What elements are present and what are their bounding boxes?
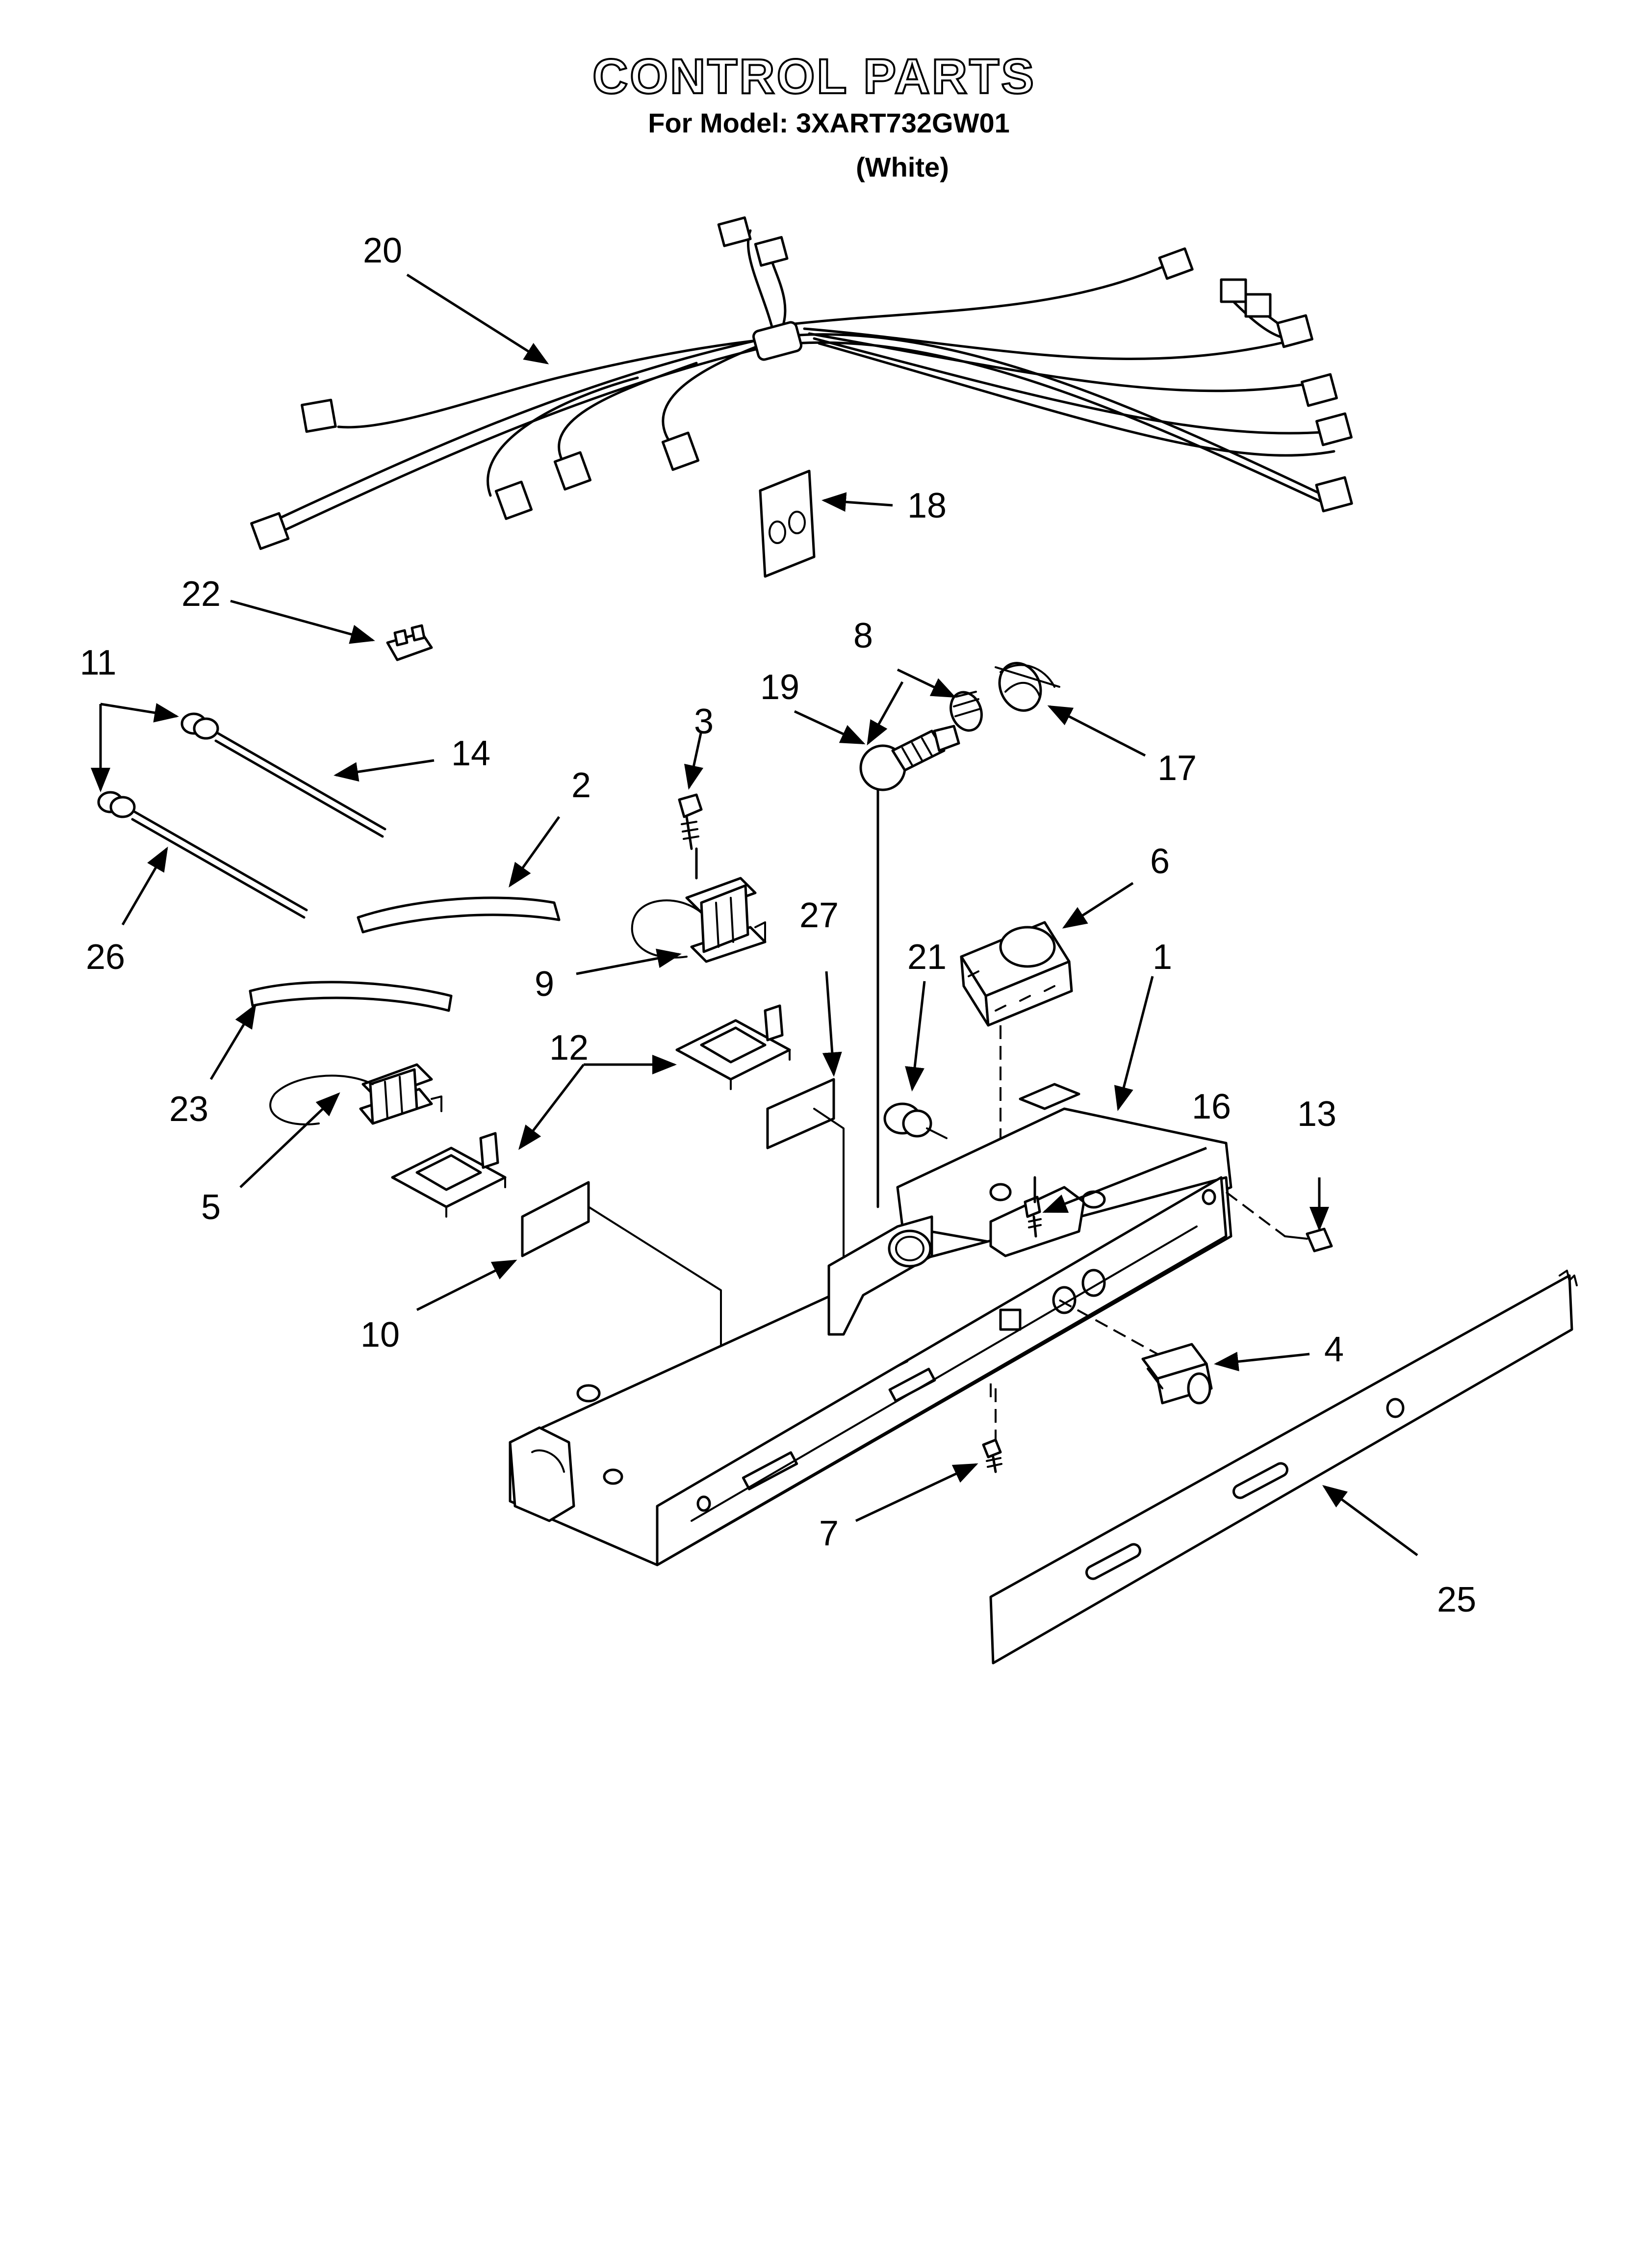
callout-17: 17	[1157, 749, 1197, 788]
switch-part-9	[631, 847, 767, 963]
grommet-tube-part-26	[97, 791, 308, 919]
callout-10: 10	[360, 1315, 400, 1355]
damper-part-12-upper	[675, 1004, 791, 1090]
socket-part-8	[949, 691, 983, 732]
callout-14: 14	[451, 734, 490, 773]
damper-part-12-lower	[391, 1132, 507, 1218]
callout-26: 26	[86, 938, 125, 977]
callout-18: 18	[907, 486, 947, 525]
pad-part-18	[759, 469, 816, 578]
model-line: For Model: 3XART732GW01	[648, 107, 1009, 138]
callout-8: 8	[853, 616, 873, 655]
callout-5: 5	[201, 1188, 221, 1227]
callout-22: 22	[181, 574, 221, 614]
callout-6: 6	[1150, 842, 1170, 881]
callout-3: 3	[694, 702, 714, 741]
callout-27: 27	[799, 896, 839, 935]
callout-11: 11	[80, 643, 117, 682]
callout-12: 12	[549, 1028, 589, 1068]
screw-part-7	[982, 1388, 1002, 1473]
switch-part-4	[1141, 1343, 1213, 1405]
callout-9: 9	[535, 965, 554, 1004]
callout-20: 20	[363, 231, 402, 270]
screw-part-13	[1225, 1191, 1333, 1252]
leader-lines	[91, 273, 1418, 1557]
clip-part-22	[386, 624, 433, 661]
screw-part-3	[678, 793, 703, 850]
lamp-part-19	[859, 725, 960, 1208]
thermostat-part-6	[960, 921, 1073, 1143]
callout-4: 4	[1324, 1330, 1344, 1369]
lamp-holder-part-17	[995, 662, 1060, 712]
hose-part-2	[357, 896, 561, 934]
grommet-tube-part-14	[180, 712, 386, 838]
callout-23: 23	[169, 1090, 208, 1129]
callout-13: 13	[1297, 1095, 1336, 1134]
callout-1: 1	[1153, 938, 1172, 977]
wiring-harness-part-20	[250, 216, 1353, 550]
switch-part-5	[269, 1063, 442, 1125]
panel-part-25	[989, 1270, 1578, 1665]
hose-part-23	[249, 981, 453, 1012]
page-title: CONTROL PARTS	[592, 49, 1036, 104]
color-line: (White)	[856, 152, 949, 182]
callout-labels: 20 18 22 11 14 26 2 3 9 8 19 17 6 1 27 2…	[80, 231, 1476, 1619]
callout-19: 19	[760, 668, 799, 707]
grommet-part-21	[883, 1102, 948, 1139]
callout-25: 25	[1437, 1580, 1476, 1619]
callout-21: 21	[907, 938, 947, 977]
callout-16: 16	[1192, 1087, 1231, 1126]
callout-2: 2	[571, 766, 591, 805]
callout-7: 7	[819, 1514, 839, 1553]
control-housing-part-1	[509, 1083, 1232, 1566]
